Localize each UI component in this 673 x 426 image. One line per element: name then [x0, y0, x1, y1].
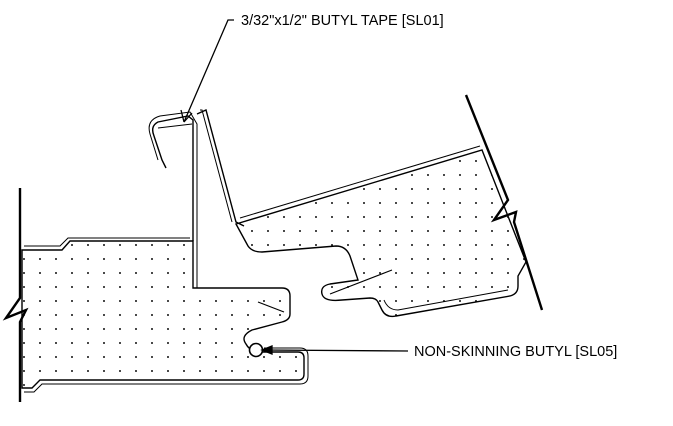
left-substrate-break-line [2, 188, 29, 402]
vertical-stem-and-hook [148, 109, 245, 288]
butyl-tape-callout: 3/32"x1/2" BUTYL TAPE [SL01] [241, 13, 444, 29]
butyl-tape-leader [180, 19, 234, 123]
right-sill-profile [234, 145, 527, 318]
non-skinning-butyl-leader [260, 345, 409, 355]
non-skinning-butyl-callout: NON-SKINNING BUTYL [SL05] [414, 344, 617, 360]
left-sill-profile [21, 237, 309, 393]
